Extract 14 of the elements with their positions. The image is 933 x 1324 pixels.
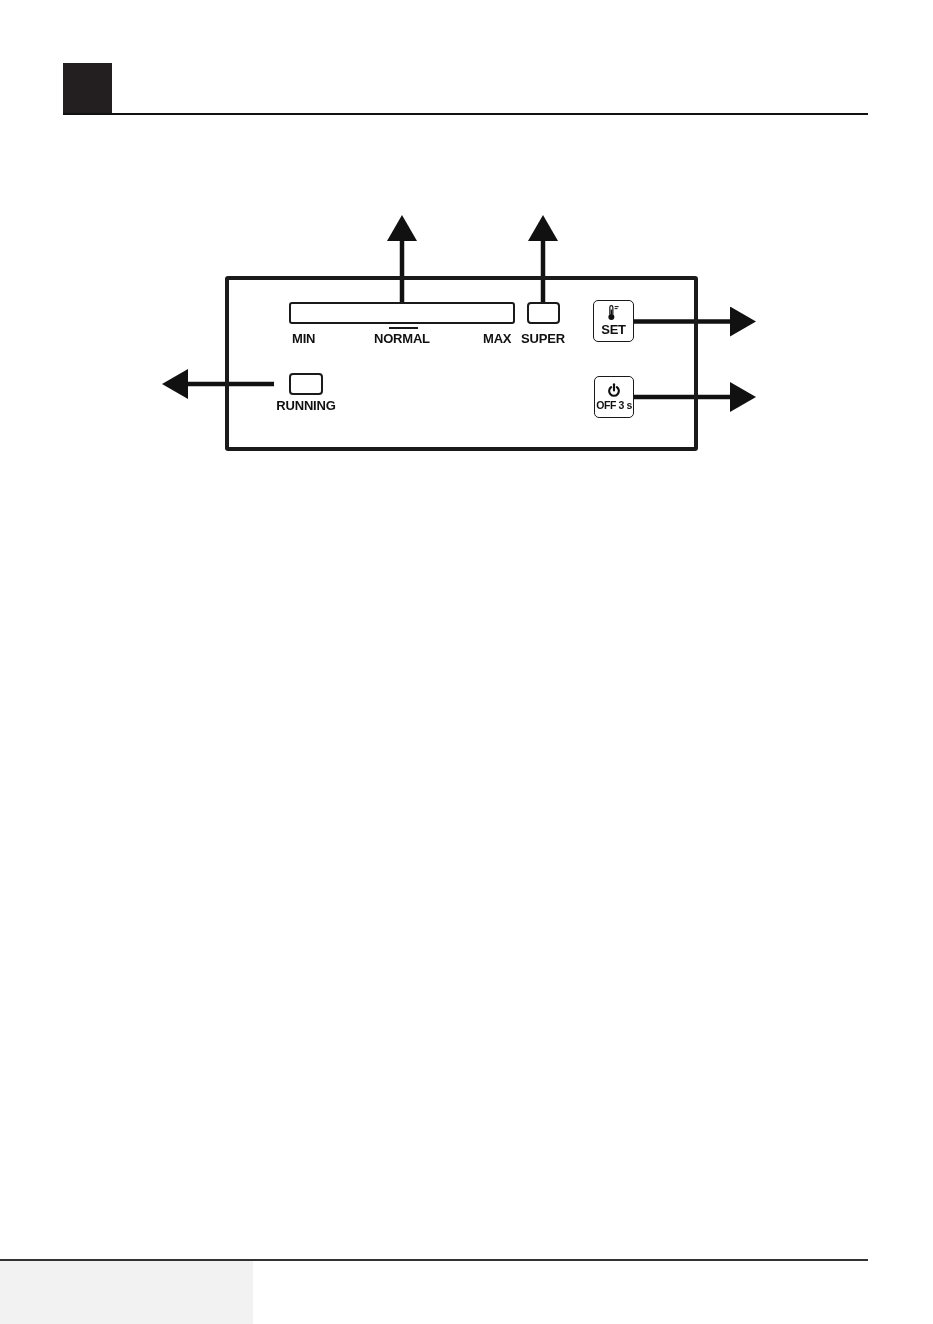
arrow <box>528 215 558 302</box>
scale-label: NORMAL <box>374 332 430 346</box>
arrow <box>634 382 756 412</box>
power-button: OFF 3 s <box>594 376 634 418</box>
arrow <box>634 306 756 337</box>
indicator-label: RUNNING <box>276 399 336 413</box>
indicator-label: SUPER <box>521 332 565 346</box>
scale-label: MIN <box>292 332 316 346</box>
control-panel <box>225 276 698 451</box>
level-bar <box>289 302 515 324</box>
set-button: SET <box>593 300 634 342</box>
arrow <box>162 369 274 399</box>
arrow <box>387 215 417 302</box>
scale-label: MAX <box>483 332 512 346</box>
